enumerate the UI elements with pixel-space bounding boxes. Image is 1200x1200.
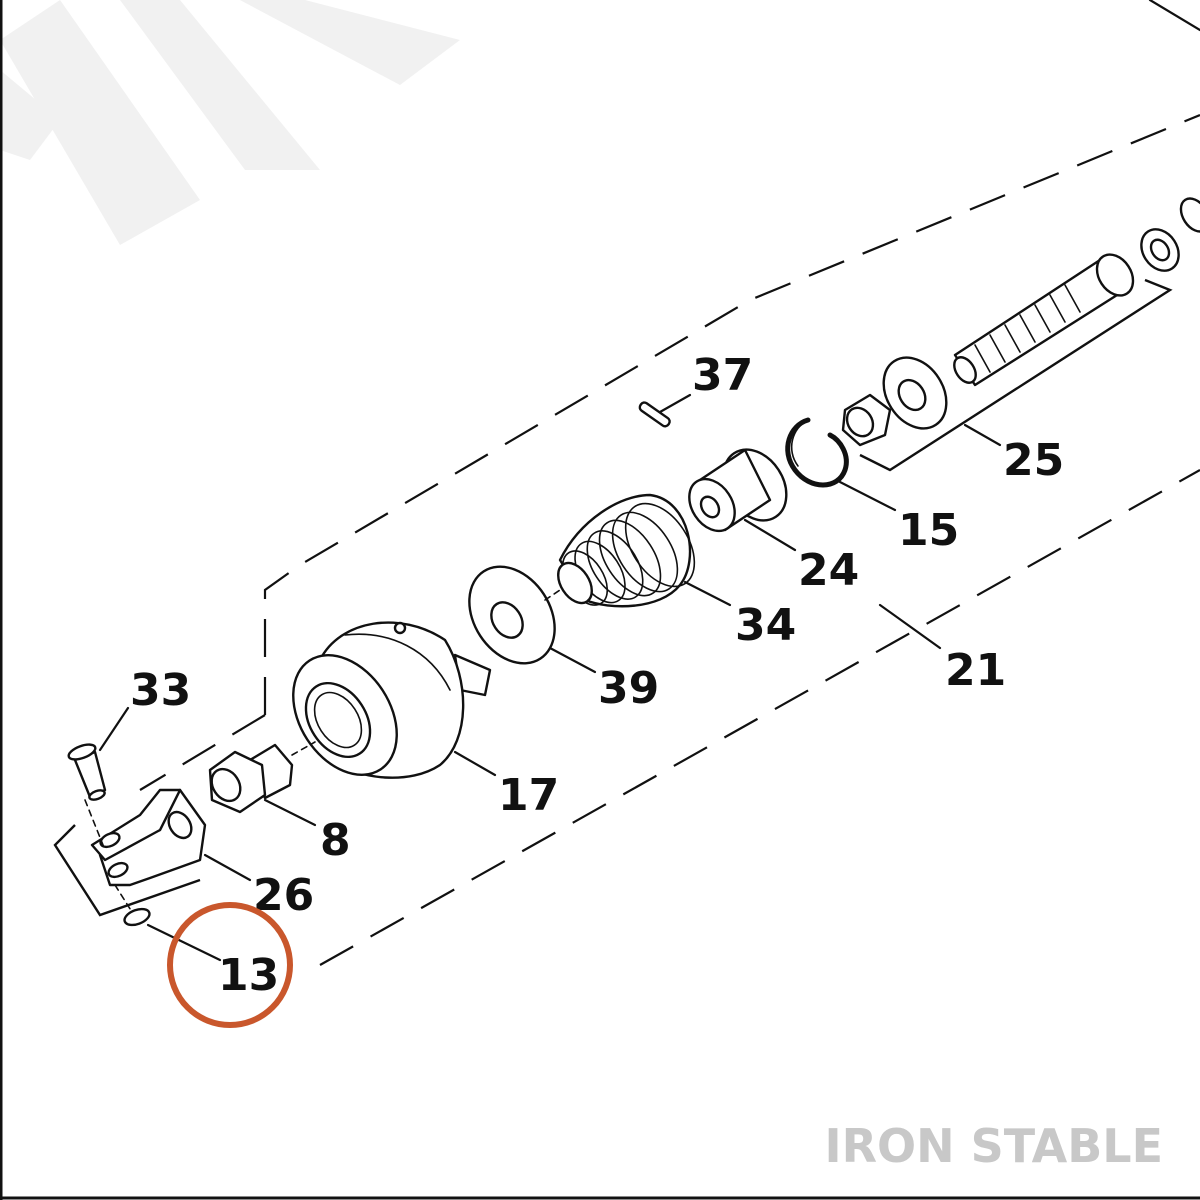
part-37-roll-pin [638, 401, 671, 428]
top-right-edge-line [1148, 0, 1200, 32]
part-8-flange-nut [208, 743, 294, 814]
brand-watermark: IRON STABLE [825, 1119, 1164, 1173]
background-stripes [0, 0, 460, 245]
part-25-threaded-rod [953, 253, 1135, 387]
part-24-flanged-bushing [688, 448, 788, 533]
callout-37: 37 [692, 350, 753, 401]
callout-33: 33 [130, 665, 191, 716]
dashed-envelope-lower [319, 469, 1200, 966]
callout-21: 21 [945, 645, 1006, 696]
callout-15: 15 [898, 505, 959, 556]
leader-lines [98, 393, 1002, 962]
part-13-retaining-ring [123, 907, 151, 927]
dashed-envelope-left [139, 714, 266, 791]
center-axis-lines [84, 589, 561, 913]
callout-8: 8 [320, 815, 351, 866]
bracket-25 [859, 278, 1173, 472]
callout-17: 17 [498, 770, 559, 821]
part-17-housing [292, 621, 492, 779]
part-25-hex-nut [841, 393, 892, 447]
part-26-clevis [90, 788, 207, 887]
callout-13: 13 [218, 950, 279, 1001]
bracket-26-13 [53, 824, 201, 917]
part-25-washer [882, 356, 948, 430]
callout-25: 25 [1003, 435, 1064, 486]
dashed-envelope-upper [263, 113, 1200, 715]
callout-39: 39 [598, 663, 659, 714]
part-25-flange-nut [1140, 197, 1200, 272]
part-34-spring-boot [557, 493, 696, 608]
part-39-washer [468, 565, 556, 665]
highlight-circle [167, 902, 293, 1028]
part-15-circlip [785, 417, 849, 488]
callout-34: 34 [735, 600, 796, 651]
callout-24: 24 [798, 545, 859, 596]
part-33-clevis-pin [67, 743, 107, 801]
